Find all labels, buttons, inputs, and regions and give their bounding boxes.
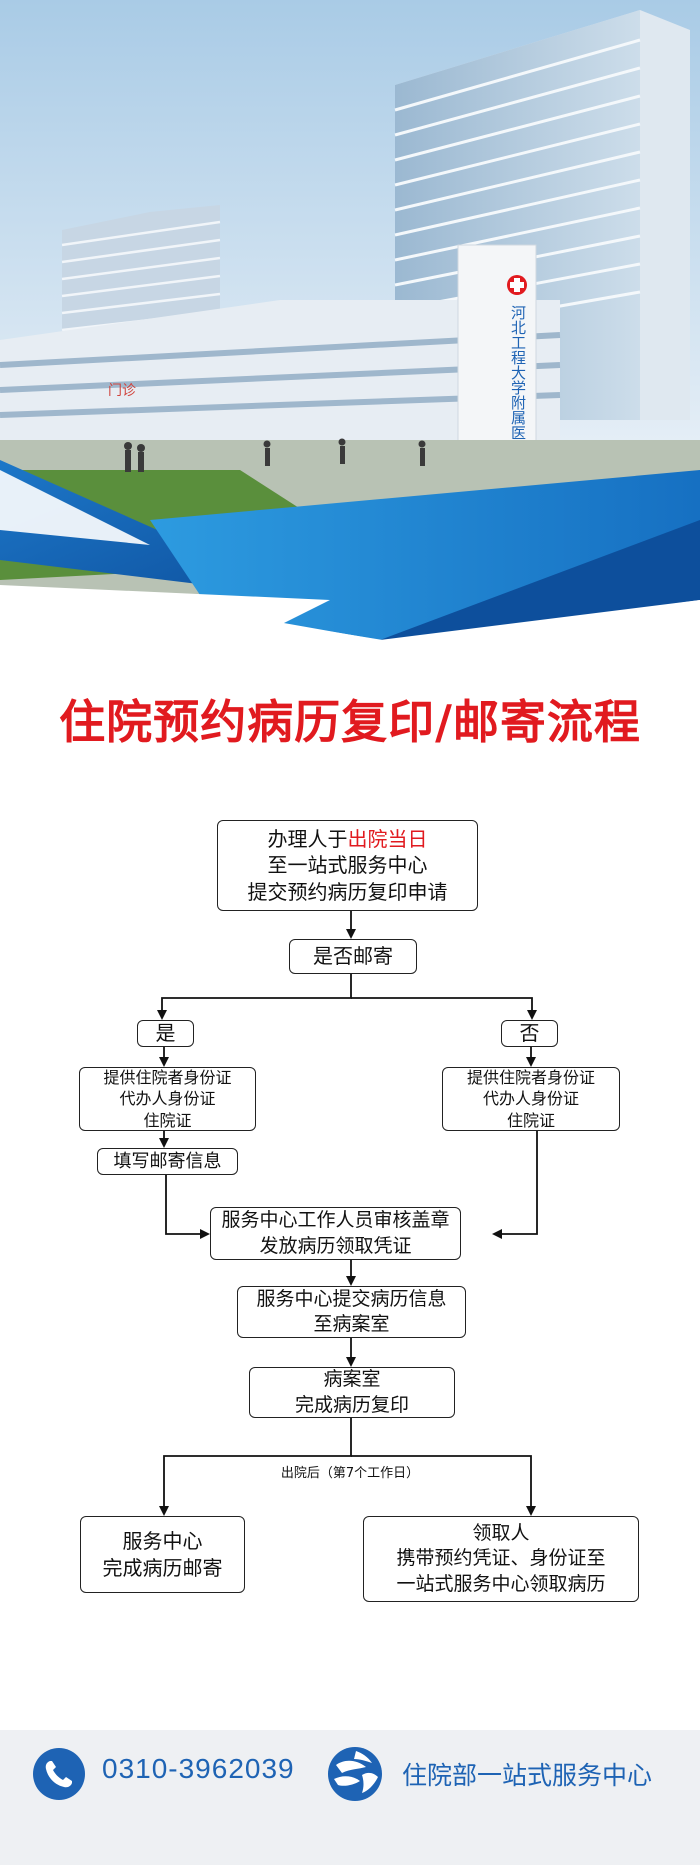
- submit-records-box: 服务中心提交病历信息 至病案室: [237, 1286, 466, 1338]
- after-discharge-note: 出院后（第7个工作日）: [280, 1466, 420, 1481]
- page-title: 住院预约病历复印/邮寄流程: [59, 695, 641, 749]
- records-room-box: 病案室 完成病历复印: [249, 1367, 455, 1418]
- mail-done-line1: 服务中心: [122, 1529, 203, 1554]
- submit-line1: 服务中心提交病历信息: [256, 1287, 447, 1310]
- mail-complete-box: 服务中心 完成病历邮寄: [80, 1516, 245, 1593]
- docs-no-line3: 住院证: [506, 1110, 555, 1130]
- arrow-nodocs-to-review: [492, 1131, 538, 1239]
- fill-mail-info-box: 填写邮寄信息: [97, 1148, 238, 1175]
- hospital-building-illustration: 河北工程大学附属医院 门诊: [0, 0, 700, 660]
- docs-yes-box: 提供住院者身份证 代办人身份证 住院证: [79, 1067, 256, 1131]
- review-line1: 服务中心工作人员审核盖章: [221, 1209, 450, 1232]
- pickup-line2: 携带预约凭证、身份证至: [396, 1547, 606, 1570]
- no-branch-box: 否: [501, 1020, 558, 1047]
- docs-no-line1: 提供住院者身份证: [466, 1068, 595, 1088]
- fill-mail-label: 填写邮寄信息: [113, 1150, 222, 1172]
- arrow-to-no: [351, 997, 537, 1020]
- docs-no-box: 提供住院者身份证 代办人身份证 住院证: [442, 1067, 620, 1131]
- globe-logo-icon: [326, 1745, 384, 1803]
- arrow-to-yes: [157, 974, 352, 1020]
- mail-question-label: 是否邮寄: [313, 944, 393, 969]
- mail-question-box: 是否邮寄: [289, 939, 417, 974]
- apply-line2: 至一站式服务中心: [267, 853, 428, 878]
- hotline-number: 0310-3962039: [102, 1753, 295, 1784]
- mail-done-line2: 完成病历邮寄: [102, 1555, 223, 1580]
- review-stamp-box: 服务中心工作人员审核盖章 发放病历领取凭证: [210, 1207, 461, 1260]
- submit-line2: 至病案室: [313, 1313, 390, 1335]
- building-sign-text: 河北工程大学附属医院: [509, 305, 527, 456]
- pickup-line3: 一站式服务中心领取病历: [396, 1572, 606, 1595]
- red-cross-icon: [507, 275, 527, 295]
- no-label: 否: [519, 1021, 540, 1046]
- docs-yes-line3: 住院证: [143, 1110, 192, 1130]
- pickup-line1: 领取人: [472, 1522, 530, 1545]
- docs-yes-line2: 代办人身份证: [119, 1089, 216, 1109]
- department-name: 住院部一站式服务中心: [402, 1761, 653, 1790]
- apply-step-box: 办理人于出院当日 至一站式服务中心 提交预约病历复印申请: [217, 820, 478, 911]
- yes-label: 是: [155, 1021, 176, 1046]
- phone-icon: [32, 1747, 86, 1801]
- pickup-box: 领取人 携带预约凭证、身份证至 一站式服务中心领取病历: [363, 1516, 639, 1602]
- review-line2: 发放病历领取凭证: [259, 1234, 412, 1257]
- yes-branch-box: 是: [137, 1020, 194, 1047]
- apply-line1-accent: 出院当日: [347, 826, 428, 851]
- records-line2: 完成病历复印: [294, 1393, 409, 1416]
- gate-sign-text: 门诊: [108, 383, 136, 399]
- records-line1: 病案室: [323, 1368, 381, 1391]
- docs-no-line2: 代办人身份证: [482, 1089, 579, 1109]
- apply-line1-prefix: 办理人于: [267, 826, 348, 851]
- docs-yes-line1: 提供住院者身份证: [103, 1068, 232, 1088]
- arrow-fill-to-review: [165, 1175, 210, 1239]
- hero-banner: 河北工程大学附属医院 门诊: [0, 0, 700, 660]
- apply-line3: 提交预约病历复印申请: [247, 879, 448, 904]
